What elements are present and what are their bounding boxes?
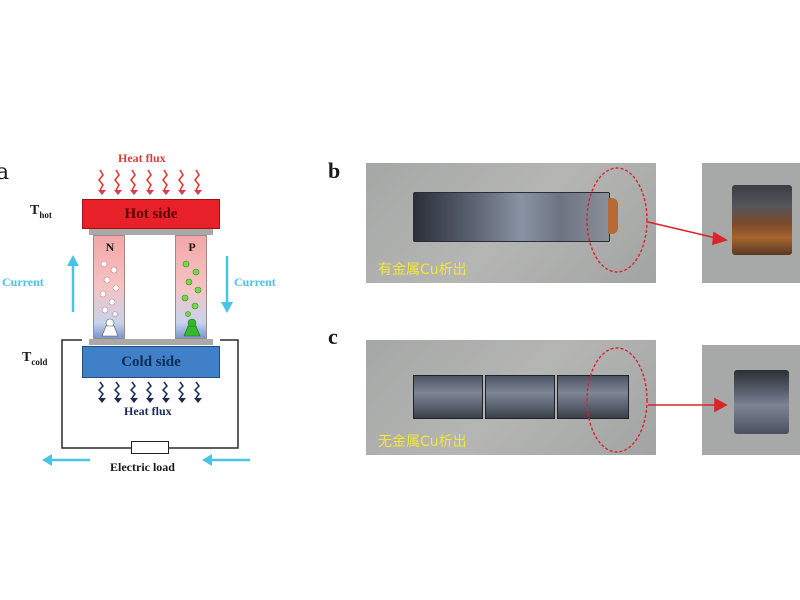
current-up-arrow-icon [67, 255, 79, 312]
electron-particles-icon [99, 260, 120, 337]
p-type-leg: P [175, 235, 207, 339]
n-type-leg: N [93, 235, 125, 339]
photo-b-main: 有金属Cu析出 [366, 163, 656, 283]
panel-label-a: a [0, 160, 10, 185]
hot-side-label: Hot side [124, 206, 178, 222]
photo-c-caption: 无金属Cu析出 [378, 434, 467, 450]
external-circuit [61, 339, 239, 449]
photo-c-closeup [702, 345, 800, 455]
specimen-segment-1 [413, 375, 483, 419]
n-leg-label: N [105, 240, 115, 254]
pointer-arrowhead-c [714, 397, 728, 413]
heat-flux-top-icon [97, 169, 202, 195]
specimen-closeup-with-cu [732, 185, 792, 255]
panel-label-c: c [328, 324, 338, 349]
t-hot-label: Thot [30, 203, 52, 220]
callout-ellipse-b [586, 167, 648, 273]
hot-side-plate: Hot side [82, 199, 220, 229]
specimen-segment-3 [557, 375, 629, 419]
top-connector [89, 229, 213, 235]
pointer-line-b [647, 221, 717, 239]
circuit-current-arrows-icon [42, 454, 250, 466]
pointer-arrowhead-b [712, 231, 728, 246]
specimen-closeup-without-cu [734, 370, 789, 434]
p-leg-label: P [188, 240, 196, 254]
current-down-arrow-icon [221, 256, 233, 313]
cold-side-label: Cold side [121, 354, 181, 370]
callout-ellipse-c [586, 347, 648, 453]
photo-c-main: 无金属Cu析出 [366, 340, 656, 455]
heat-flux-bottom-label: Heat flux [124, 404, 172, 418]
electric-load-resistor-icon [131, 441, 169, 454]
current-right-label: Current [234, 275, 276, 289]
cu-precipitate-spot [608, 198, 618, 234]
t-cold-label: Tcold [22, 350, 48, 367]
electric-load-label: Electric load [110, 460, 175, 474]
current-left-label: Current [2, 275, 44, 289]
photo-b-closeup [702, 163, 800, 283]
hole-particles-icon [181, 260, 202, 337]
heat-flux-bottom-icon [97, 381, 202, 403]
specimen-segment-2 [485, 375, 555, 419]
cold-side-plate: Cold side [82, 346, 220, 378]
photo-b-caption: 有金属Cu析出 [378, 262, 467, 278]
thermoelectric-schematic: Heat flux Thot Hot side N [0, 140, 320, 480]
heat-flux-top-label: Heat flux [118, 151, 166, 165]
bottom-connector [89, 339, 213, 345]
panel-label-b: b [328, 158, 341, 183]
